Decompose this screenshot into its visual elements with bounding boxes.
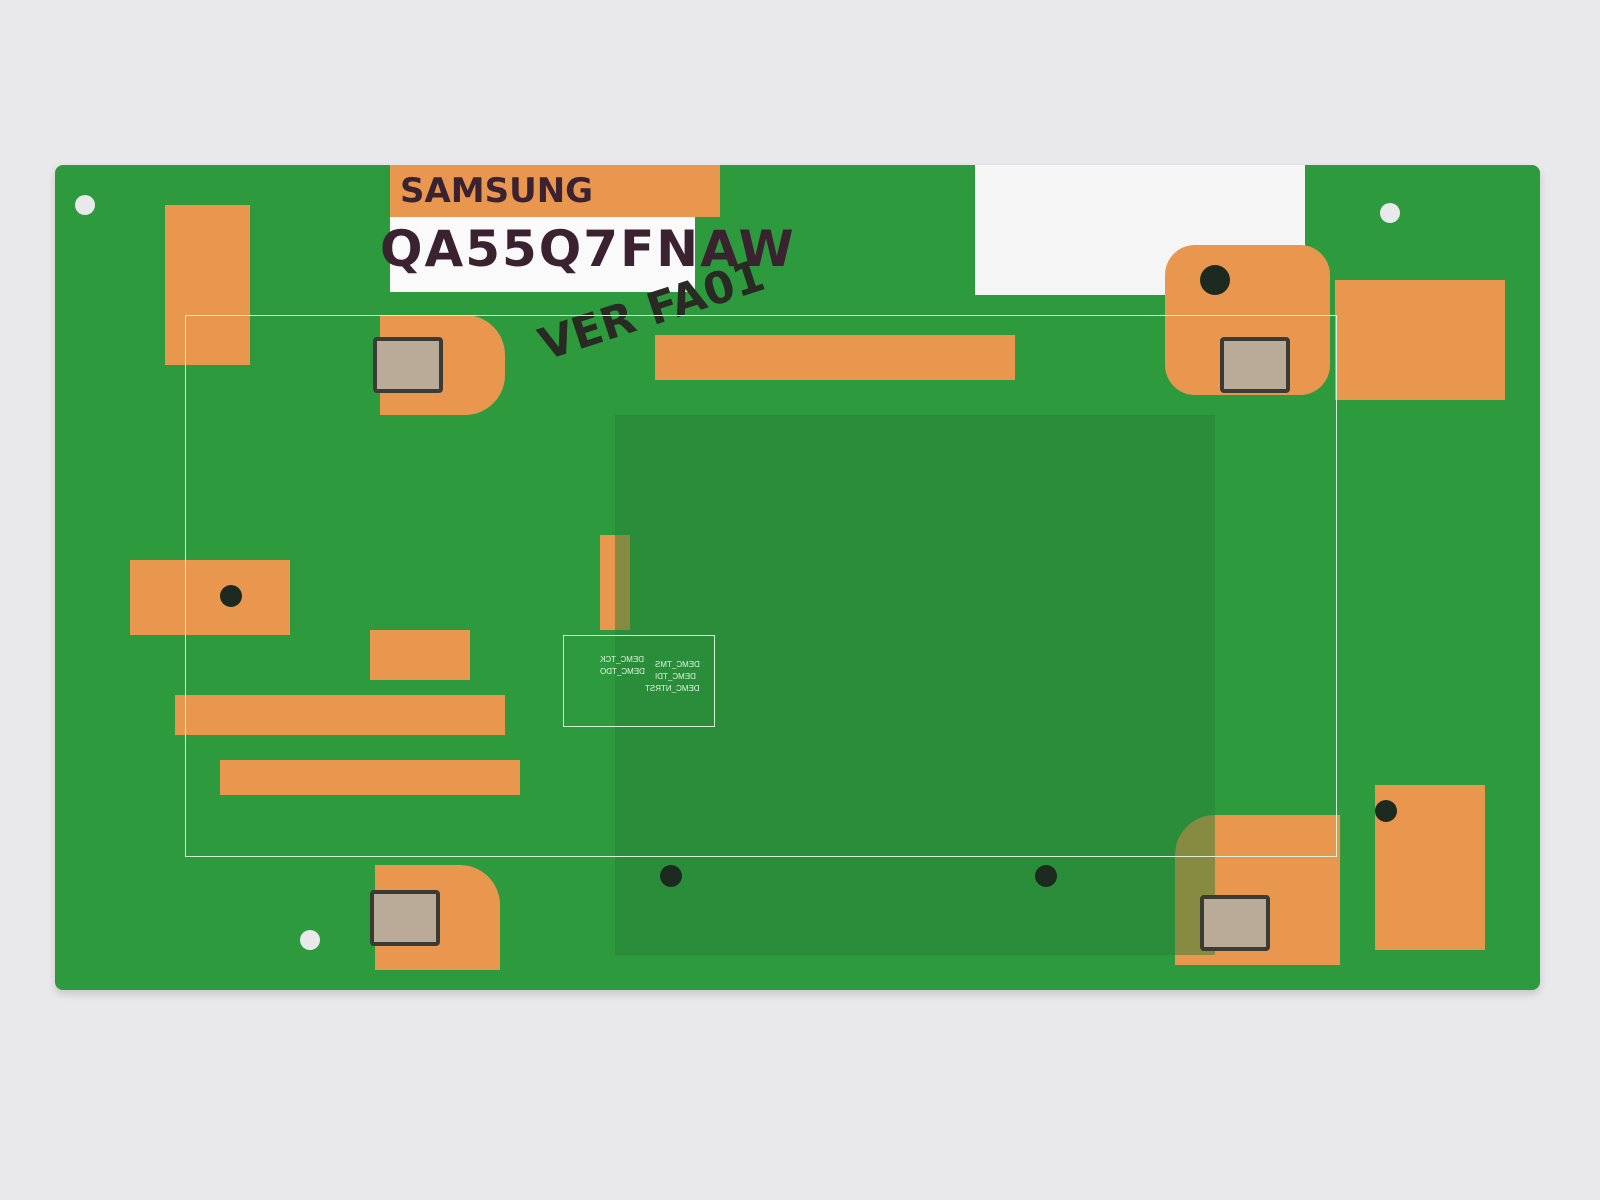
copper-pad (130, 560, 290, 635)
ground-clip (373, 337, 443, 393)
ground-clip (1200, 895, 1270, 951)
ground-clip (370, 890, 440, 946)
silkscreen-text: DEMC_TDO (600, 667, 645, 676)
mounting-hole (75, 195, 95, 215)
copper-pad (1335, 280, 1505, 400)
via-plug (220, 585, 242, 607)
silkscreen-outline (563, 635, 715, 727)
orange-label-area (390, 165, 720, 217)
copper-pad (370, 630, 470, 680)
silkscreen-outline (185, 315, 1337, 857)
trace-region (615, 415, 1215, 955)
copper-pad (175, 695, 505, 735)
via-plug (1035, 865, 1057, 887)
mounting-hole (1380, 203, 1400, 223)
via-plug (1375, 800, 1397, 822)
white-label-area (390, 217, 695, 292)
mounting-hole (300, 930, 320, 950)
silkscreen-text: DEMC_TCK (600, 655, 645, 664)
silkscreen-text: DEMC_TDI (655, 672, 696, 681)
silkscreen-text: DEMC_TMS (655, 660, 700, 669)
pcb-board: SAMSUNG QA55Q7FNAW VER FA01 DEMC_TCK DEM… (55, 165, 1540, 990)
handwritten-model: QA55Q7FNAW (380, 220, 796, 278)
handwritten-brand: SAMSUNG (400, 171, 594, 211)
screw-hole (1200, 265, 1230, 295)
silkscreen-text: DEMC_NTRST (645, 684, 700, 693)
via-plug (660, 865, 682, 887)
copper-pad (165, 205, 250, 365)
copper-pad (655, 335, 1015, 380)
ground-clip (1220, 337, 1290, 393)
copper-pad (220, 760, 520, 795)
